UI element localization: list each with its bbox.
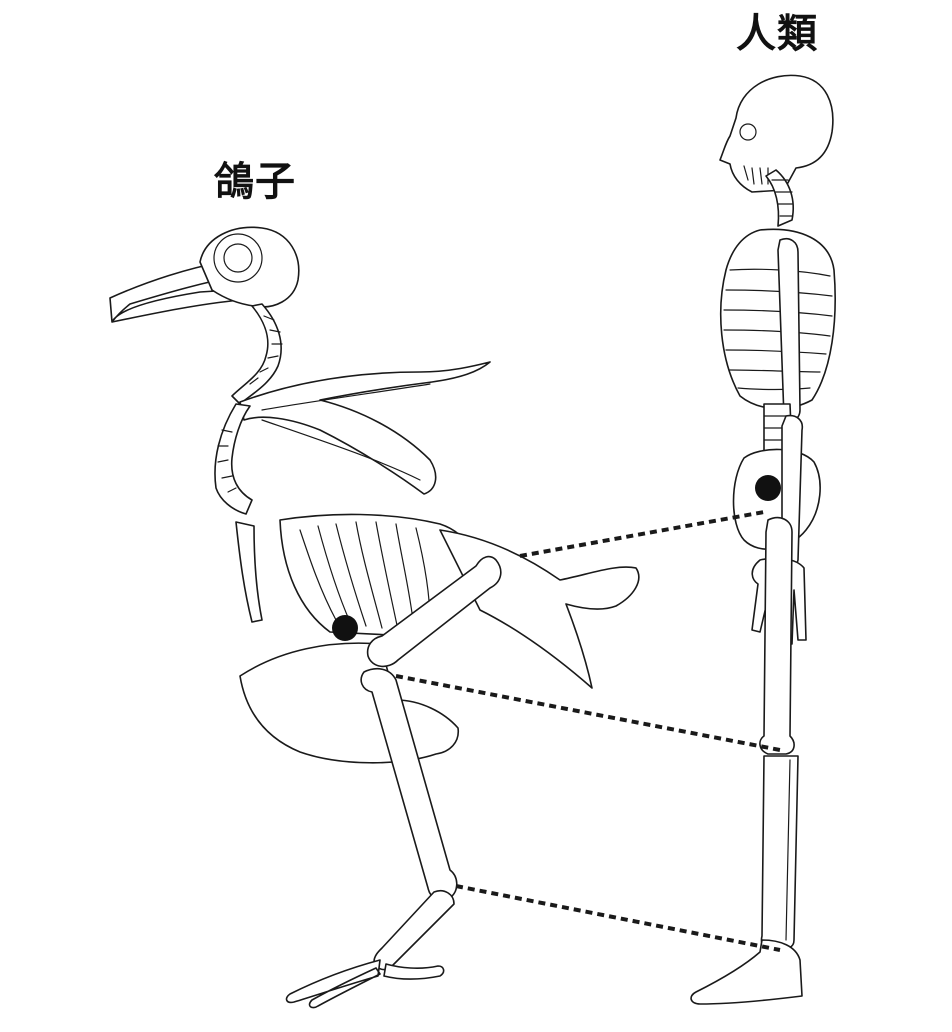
pigeon-sternum <box>239 642 460 764</box>
human-hip-marker <box>755 475 781 501</box>
human-skeleton <box>690 74 836 1005</box>
joint-correspondence-lines <box>395 510 781 952</box>
pigeon-label: 鴿子 <box>214 159 296 205</box>
human-femur <box>759 516 795 755</box>
human-label: 人類 <box>736 11 818 57</box>
pigeon-toes <box>285 959 445 1009</box>
pigeon-hip-marker <box>332 615 358 641</box>
hip-link-line <box>519 510 765 558</box>
pigeon-tarsus <box>373 889 455 971</box>
human-neck <box>765 169 794 227</box>
ankle-link-line <box>455 884 781 952</box>
pigeon-neck <box>231 303 282 405</box>
pigeon-skeleton <box>109 226 640 1009</box>
pigeon-femur <box>366 555 502 668</box>
pigeon-spine <box>214 403 253 515</box>
human-skull <box>719 74 834 193</box>
pigeon-wing <box>239 361 491 495</box>
knee-link-line <box>395 674 781 752</box>
pigeon-tail-bones <box>235 521 263 623</box>
human-tibia <box>760 755 799 949</box>
pigeon-pelvis <box>439 529 640 689</box>
human-foot <box>690 939 803 1005</box>
pigeon-eye-ring <box>213 233 263 283</box>
